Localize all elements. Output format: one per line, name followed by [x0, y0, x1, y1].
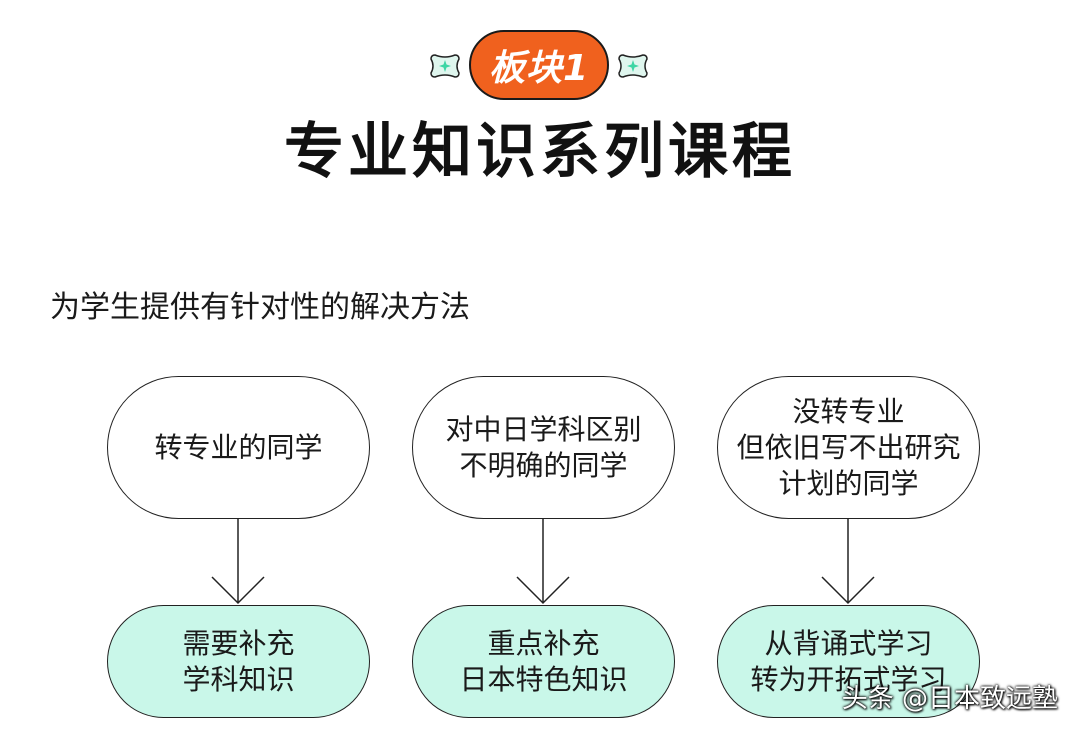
page-subtitle: 为学生提供有针对性的解决方法: [50, 290, 470, 325]
solution-node-2: 重点补充 日本特色知识: [412, 605, 675, 718]
sparkle-icon: [430, 54, 460, 78]
problem-node-1: 转专业的同学: [107, 376, 370, 519]
node-text-line: 重点补充: [487, 626, 600, 660]
node-text-line: 转为开拓式学习: [750, 662, 947, 696]
node-text-line: 没转专业: [792, 394, 905, 428]
watermark: 头条 @日本致远塾: [841, 684, 1058, 714]
node-text-line: 转专业的同学: [154, 430, 323, 464]
page-title: 专业知识系列课程: [284, 117, 796, 187]
arrow-down-icon: [211, 519, 265, 605]
arrow-down-icon: [821, 519, 875, 605]
node-text-line: 学科知识: [182, 662, 295, 696]
node-text-line: 日本特色知识: [459, 662, 628, 696]
node-text-line: 需要补充: [182, 626, 295, 660]
node-text-line: 不明确的同学: [459, 448, 628, 482]
node-text-line: 计划的同学: [778, 466, 919, 500]
section-badge: 板块1: [469, 30, 609, 100]
solution-node-1: 需要补充 学科知识: [107, 605, 370, 718]
section-badge-row: 板块1: [0, 30, 1080, 102]
sparkle-icon: [618, 54, 648, 78]
solution-node-3: 从背诵式学习 转为开拓式学习: [717, 605, 980, 718]
node-text-line: 从背诵式学习: [764, 626, 933, 660]
problem-node-3: 没转专业 但依旧写不出研究 计划的同学: [717, 376, 980, 519]
node-text-line: 但依旧写不出研究: [736, 430, 961, 464]
node-text-line: 对中日学科区别: [445, 412, 642, 446]
arrow-down-icon: [516, 519, 570, 605]
problem-node-2: 对中日学科区别 不明确的同学: [412, 376, 675, 519]
